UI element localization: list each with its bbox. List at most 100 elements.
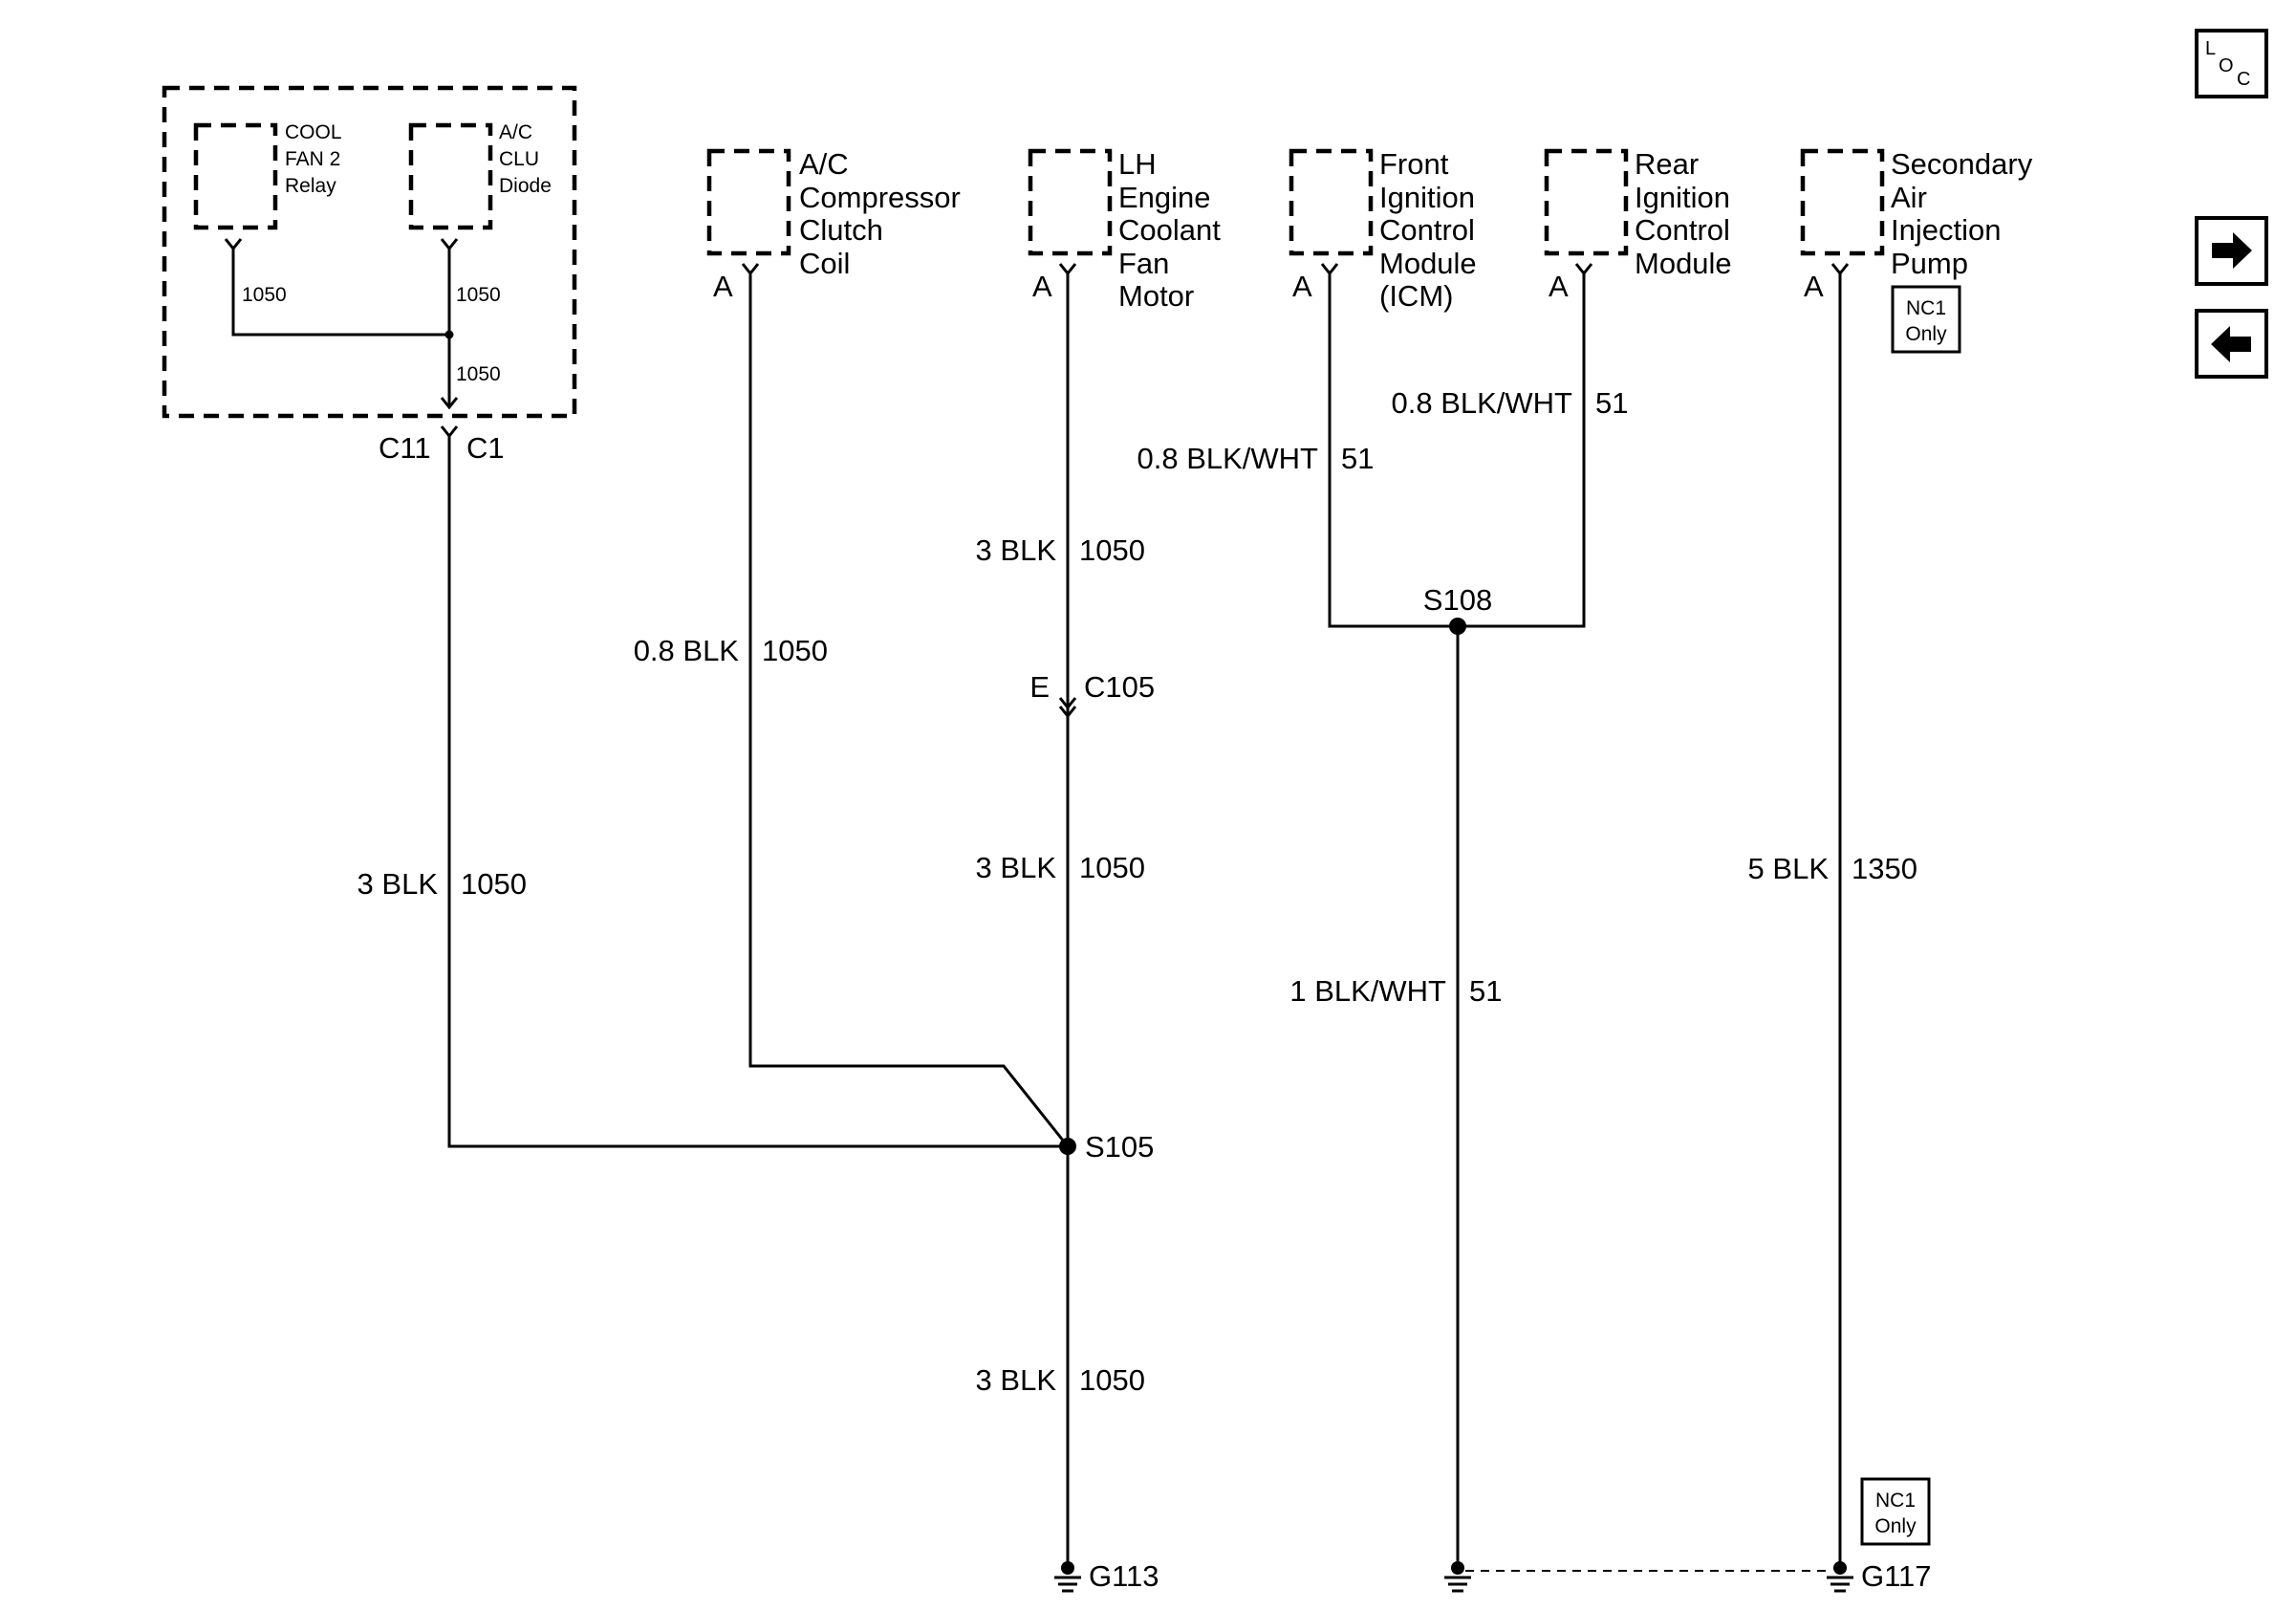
rear-icm-terminal [1574, 263, 1593, 276]
front-icm-label-5: (ICM) [1379, 279, 1453, 313]
location-button-letter-l: L [2205, 38, 2216, 59]
front-icm-label-4: Module [1379, 247, 1477, 280]
wire-front-icm-circuit: 51 [1341, 442, 1374, 475]
wire-fan-middle-circuit: 1050 [1079, 851, 1145, 884]
front-ignition-control-module: Front Ignition Control Module (ICM) A [1289, 147, 1477, 313]
option-badge-top-frame [1891, 285, 1961, 354]
air-pump-pin: A [1804, 270, 1824, 303]
location-button-letter-c: C [2237, 69, 2250, 90]
connector-c1-symbol [440, 425, 459, 439]
lh-fan-label-1: LH [1118, 147, 1157, 181]
wire-relay-to-s105 [447, 436, 1068, 1148]
ground-s108-dot [1451, 1561, 1464, 1575]
secondary-air-injection-pump: Secondary Air Injection Pump A [1800, 147, 2033, 303]
front-icm-label-1: Front [1379, 147, 1449, 181]
wire-fan-upper-size-color: 3 BLK [976, 533, 1057, 567]
wire-clutch-circuit: 1050 [762, 634, 828, 667]
relay-terminal [224, 238, 243, 260]
relay-internal-wire [231, 260, 449, 337]
splice-s105-label: S105 [1085, 1130, 1154, 1164]
cool-fan-relay-label-3: Relay [285, 175, 336, 197]
wire-s105-ground-circuit: 1050 [1079, 1363, 1145, 1397]
connector-c105-pin: E [1029, 670, 1050, 704]
air-pump-terminal [1830, 263, 1850, 276]
front-icm-label-3: Control [1379, 213, 1475, 247]
air-pump-label-1: Secondary [1891, 147, 2033, 181]
rear-icm-label-2: Ignition [1635, 181, 1730, 214]
rear-icm-label-1: Rear [1635, 147, 1699, 181]
cool-fan-relay-box [193, 122, 278, 230]
lh-fan-label-5: Motor [1118, 279, 1194, 313]
connector-c11-label: C11 [379, 431, 431, 465]
forward-button[interactable] [2195, 216, 2268, 286]
internal-junction [444, 330, 454, 339]
lh-fan-terminal [1058, 263, 1077, 276]
option-badge-bottom-frame [1860, 1477, 1931, 1546]
ac-clutch-label-1: A/C [799, 147, 849, 181]
option-badge-bottom-line-2: Only [1874, 1515, 1917, 1537]
ac-clutch-pin: A [713, 270, 733, 303]
ac-clu-diode-label-3: Diode [499, 175, 552, 197]
splice-s108-label: S108 [1423, 583, 1492, 617]
connector-c1-label: C1 [466, 431, 505, 465]
wire-rear-icm-circuit: 51 [1595, 386, 1628, 420]
wire-s105-ground-size-color: 3 BLK [976, 1363, 1057, 1397]
ground-g113-dot [1061, 1561, 1074, 1575]
wire-fan-middle-size-color: 3 BLK [976, 851, 1057, 884]
left-arrow-icon [2211, 326, 2251, 362]
splice-s108-dot [1449, 618, 1466, 635]
splice-s108: S108 [1423, 583, 1492, 635]
cool-fan-relay-label-1: COOL [285, 121, 342, 143]
air-pump-label-3: Injection [1891, 213, 2001, 247]
ac-clu-diode-label-2: CLU [499, 148, 539, 170]
ground-g113-label: G113 [1089, 1559, 1159, 1593]
air-pump-label-2: Air [1891, 181, 1927, 214]
option-badge-top: NC1 Only [1891, 285, 1961, 354]
wire-relay-circuit: 1050 [461, 867, 527, 901]
wire-pump-circuit: 1350 [1852, 852, 1917, 885]
wire-fan-upper-circuit: 1050 [1079, 533, 1145, 567]
rear-ignition-control-module: Rear Ignition Control Module A [1544, 147, 1732, 303]
relay-diode-module: COOL FAN 2 Relay A/C CLU Diode 1050 1050… [162, 85, 577, 419]
joined-circuit-number: 1050 [456, 363, 501, 385]
ground-g117-dot [1833, 1561, 1847, 1575]
connector-c105-symbol [1058, 697, 1077, 719]
front-icm-label-2: Ignition [1379, 181, 1475, 214]
lh-fan-pin: A [1032, 270, 1052, 303]
cool-fan-relay-label-2: FAN 2 [285, 148, 340, 170]
wire-s108-size-color: 1 BLK/WHT [1289, 974, 1446, 1008]
lh-fan-label-3: Coolant [1118, 213, 1221, 247]
ac-clu-diode-label-1: A/C [499, 121, 532, 143]
connector-c105: E C105 [1029, 670, 1155, 719]
ac-clutch-label-4: Coil [799, 247, 850, 280]
connector-c105-label: C105 [1084, 670, 1155, 704]
option-badge-top-line-2: Only [1905, 323, 1947, 345]
air-pump-box [1800, 148, 1885, 256]
option-badge-bottom-line-1: NC1 [1875, 1490, 1916, 1512]
wire-rear-icm-size-color: 0.8 BLK/WHT [1392, 386, 1573, 420]
lh-fan-box [1028, 148, 1113, 256]
location-button[interactable]: L O C [2195, 29, 2268, 98]
ac-clutch-label-3: Clutch [799, 213, 883, 247]
splice-s105: S105 [1059, 1130, 1154, 1164]
air-pump-label-4: Pump [1891, 247, 1968, 280]
ground-g117-symbol [1827, 1576, 1853, 1593]
ground-g113-symbol [1054, 1576, 1081, 1593]
diode-circuit-number: 1050 [456, 284, 501, 306]
rear-icm-label-4: Module [1635, 247, 1732, 280]
front-icm-pin: A [1292, 270, 1312, 303]
ac-clutch-box [706, 148, 791, 256]
relay-circuit-number: 1050 [242, 284, 287, 306]
ground-g113: G113 [1054, 1559, 1159, 1593]
wire-clutch-to-s105 [748, 273, 1070, 1147]
back-button[interactable] [2195, 309, 2268, 379]
ground-g117: G117 [1827, 1559, 1932, 1593]
option-badge-top-line-1: NC1 [1906, 297, 1946, 319]
wire-s108-circuit: 51 [1469, 974, 1502, 1008]
wire-front-icm-size-color: 0.8 BLK/WHT [1137, 442, 1319, 475]
internal-arrow [440, 397, 459, 410]
ground-s108-symbol [1444, 1576, 1471, 1593]
option-badge-bottom: NC1 Only [1860, 1477, 1931, 1546]
module-outline [162, 85, 577, 419]
